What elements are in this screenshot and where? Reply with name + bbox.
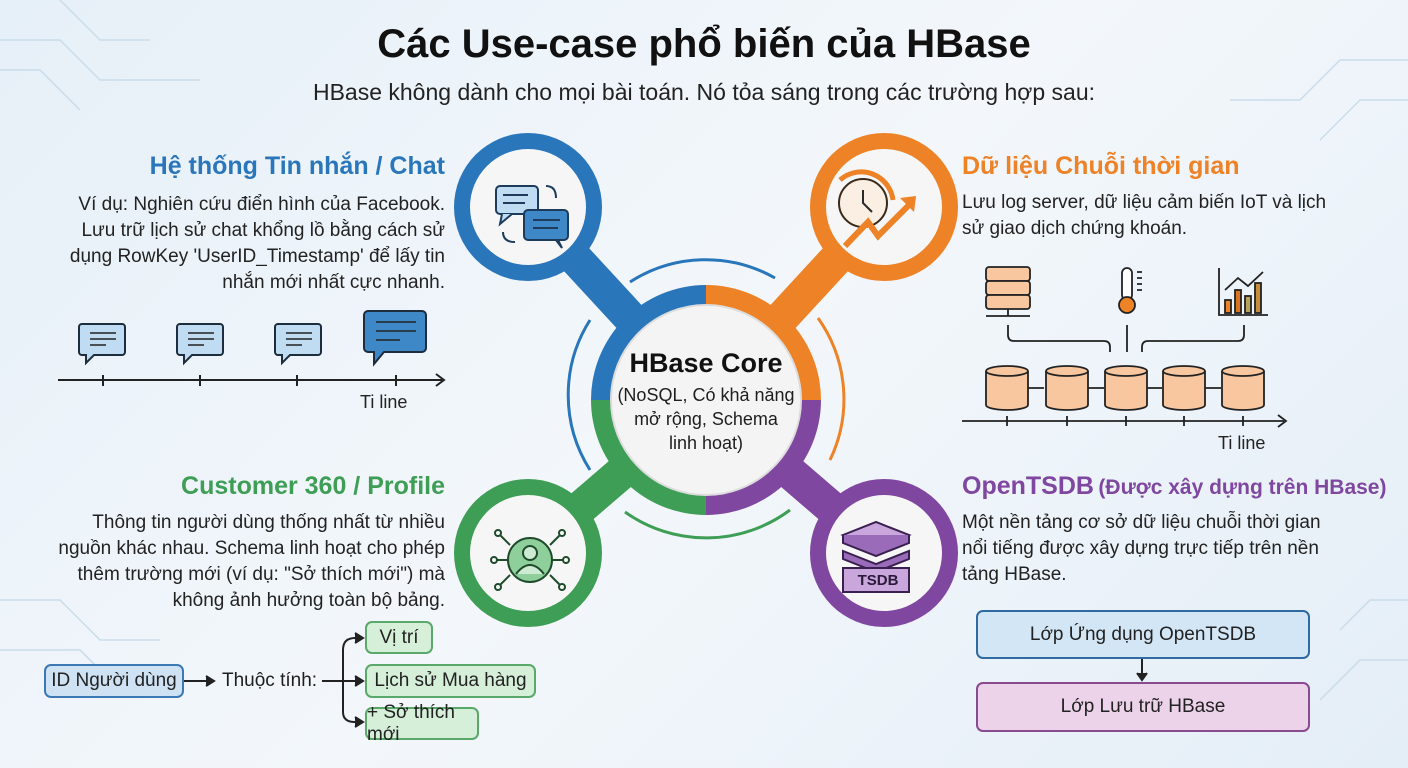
server-icon — [985, 266, 1031, 310]
customer-title: Customer 360 / Profile — [181, 472, 445, 500]
customer-line: Thông tin người dùng thống nhất từ nhiều — [92, 512, 445, 533]
attribute-label: Thuộc tính: — [222, 670, 318, 691]
customer-line: thêm trường mới (ví dụ: "Sở thích mới") … — [77, 564, 445, 585]
timeseries-title: Dữ liệu Chuỗi thời gian — [962, 152, 1240, 180]
thermometer-icon — [1118, 267, 1142, 314]
page-subtitle: HBase không dành cho mọi bài toán. Nó tỏ… — [312, 79, 1096, 105]
timeseries-graphics — [962, 266, 1288, 428]
page-title: Các Use-case phổ biến của HBase — [377, 22, 1031, 66]
attribute-new-interest: + Sở thích mới — [365, 702, 479, 745]
attribute-purchase-history: Lịch sử Mua hàng — [365, 664, 536, 698]
user-id-box: ID Người dùng — [44, 664, 184, 698]
clock-growth-icon — [838, 169, 916, 249]
customer-description: Thông tin người dùng thống nhất từ nhiều… — [58, 510, 445, 614]
customer-line: nguồn khác nhau. Schema linh hoạt cho ph… — [58, 538, 445, 559]
timeseries-timeline-label: Ti line — [1218, 433, 1266, 453]
attribute-location: Vị trí — [365, 621, 433, 654]
hbase-storage-layer: Lớp Lưu trữ HBase — [976, 682, 1310, 732]
bar-chart-icon — [1218, 268, 1268, 316]
tsdb-stack-icon — [840, 520, 912, 593]
opentsdb-title-main: OpenTSDB — [962, 472, 1094, 500]
opentsdb-line: nổi tiếng được xây dựng trực tiếp trên n… — [962, 538, 1319, 559]
customer-line: không ảnh hưởng toàn bộ bảng. — [172, 590, 445, 611]
opentsdb-description: Một nền tảng cơ sở dữ liệu chuỗi thời gi… — [962, 510, 1321, 588]
chat-line: Ví dụ: Nghiên cứu điển hình của Facebook… — [78, 194, 445, 215]
opentsdb-app-layer: Lớp Ứng dụng OpenTSDB — [976, 610, 1310, 659]
opentsdb-line: tảng HBase. — [962, 564, 1067, 585]
core-desc-3: linh hoạt) — [668, 433, 744, 453]
chat-line: Lưu trữ lịch sử chat khổng lồ bằng cách … — [81, 220, 445, 241]
chat-line: nhắn mới nhất cực nhanh. — [222, 272, 445, 293]
timeseries-line: sử giao dịch chứng khoán. — [962, 218, 1188, 239]
chat-timeline — [58, 310, 446, 387]
circuit-decoration — [0, 0, 1408, 701]
core-title: HBase Core — [629, 348, 783, 378]
opentsdb-title-suffix: (Được xây dựng trên HBase) — [1098, 476, 1387, 499]
chat-timeline-label: Ti line — [360, 392, 408, 412]
user-network-icon — [490, 529, 570, 591]
core-desc-2: mở rộng, Schema — [634, 409, 778, 429]
opentsdb-title: OpenTSDB (Được xây dựng trên HBase) — [962, 472, 1386, 501]
core-label: HBase Core (NoSQL, Có khả năng mở rộng, … — [606, 348, 806, 455]
tsdb-icon-label: TSDB — [857, 572, 899, 589]
chat-bubbles-icon — [495, 185, 569, 249]
customer-arrows — [184, 632, 365, 728]
timeseries-line: Lưu log server, dữ liệu cảm biến IoT và … — [962, 192, 1327, 213]
core-circle — [610, 304, 802, 496]
chat-line: dụng RowKey 'UserID_Timestamp' để lấy ti… — [69, 246, 445, 267]
core-desc-1: (NoSQL, Có khả năng — [617, 385, 795, 405]
chat-title: Hệ thống Tin nhắn / Chat — [149, 152, 445, 180]
layer-arrow — [1136, 659, 1148, 682]
opentsdb-line: Một nền tảng cơ sở dữ liệu chuỗi thời gi… — [962, 512, 1321, 533]
timeseries-description: Lưu log server, dữ liệu cảm biến IoT và … — [962, 190, 1326, 242]
chat-description: Ví dụ: Nghiên cứu điển hình của Facebook… — [70, 192, 445, 296]
